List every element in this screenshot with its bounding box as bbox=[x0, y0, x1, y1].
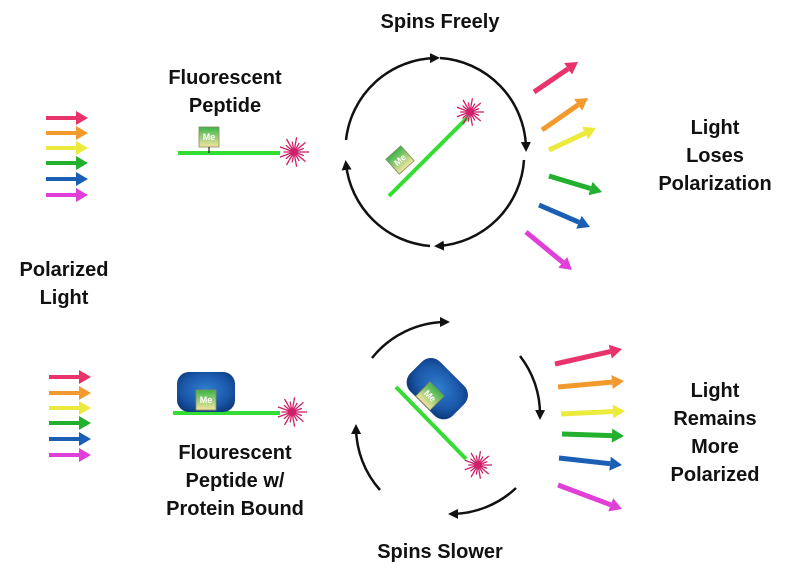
label-line: Polarization bbox=[658, 173, 772, 195]
rotation-arrow-icon bbox=[341, 53, 531, 251]
label-line: Peptide bbox=[188, 95, 262, 117]
light-ray-arrow-icon bbox=[547, 126, 596, 153]
label-line: Polarized bbox=[670, 464, 760, 486]
light-ray-arrow-icon bbox=[560, 404, 625, 419]
rotation-arrow-icon bbox=[351, 317, 546, 519]
peptide-strand bbox=[387, 115, 470, 198]
depolarized-light-arrows bbox=[524, 62, 602, 270]
light-ray-arrow-icon bbox=[532, 62, 578, 95]
light-ray-arrow-icon bbox=[524, 230, 572, 270]
light-ray-arrow-icon bbox=[46, 172, 88, 186]
light-ray-arrow-icon bbox=[49, 432, 91, 446]
spins-freely-label: Spins Freely bbox=[380, 11, 500, 33]
light-ray-arrow-icon bbox=[46, 111, 88, 125]
light-ray-arrow-icon bbox=[558, 455, 622, 471]
methyl-tag-icon: Me bbox=[198, 126, 220, 153]
label-line: Fluorescent bbox=[168, 67, 282, 89]
label-line: Flourescent bbox=[178, 442, 292, 464]
light-ray-arrow-icon bbox=[548, 173, 602, 196]
light-ray-arrow-icon bbox=[49, 448, 91, 462]
fluorescent-peptide-bound-label: Flourescent Peptide w/ Protein Bound bbox=[150, 439, 320, 523]
label-line: Loses bbox=[686, 145, 744, 167]
spins-slower-label: Spins Slower bbox=[377, 541, 503, 563]
light-ray-arrow-icon bbox=[538, 202, 590, 229]
light-ray-arrow-icon bbox=[49, 416, 91, 430]
rotating-free-peptide: Me bbox=[385, 98, 484, 198]
fluorophore-burst-icon bbox=[279, 137, 309, 167]
light-remains-polarized-label: Light Remains More Polarized bbox=[640, 377, 790, 489]
polarized-light-arrows-top bbox=[46, 111, 88, 202]
light-loses-polarization-label: Light Loses Polarization bbox=[640, 114, 790, 198]
methyl-tag-icon: Me bbox=[195, 389, 217, 411]
methyl-tag-label: Me bbox=[203, 132, 216, 142]
free-peptide: Me bbox=[178, 126, 309, 167]
fluorescent-peptide-label: Fluorescent Peptide bbox=[150, 64, 300, 120]
light-ray-arrow-icon bbox=[49, 370, 91, 384]
light-ray-arrow-icon bbox=[540, 98, 588, 133]
light-ray-arrow-icon bbox=[46, 141, 88, 155]
light-ray-arrow-icon bbox=[46, 126, 88, 140]
light-ray-arrow-icon bbox=[49, 401, 91, 415]
label-line: Protein Bound bbox=[166, 498, 304, 520]
light-ray-arrow-icon bbox=[557, 482, 622, 512]
methyl-tag-icon: Me bbox=[385, 145, 415, 175]
fluorophore-burst-icon bbox=[277, 397, 307, 427]
light-ray-arrow-icon bbox=[49, 386, 91, 400]
label-line: Light bbox=[39, 287, 89, 309]
methyl-tag-icon: Me bbox=[415, 381, 445, 411]
label-line: Remains bbox=[673, 408, 757, 430]
label-line: Light bbox=[690, 117, 740, 139]
fluorophore-burst-icon bbox=[456, 98, 484, 126]
light-ray-arrow-icon bbox=[561, 428, 624, 443]
light-ray-arrow-icon bbox=[46, 188, 88, 202]
label-line: Light bbox=[690, 380, 740, 402]
light-ray-arrow-icon bbox=[557, 375, 624, 390]
polarized-light-label: Polarized Light bbox=[0, 256, 128, 312]
rotating-bound-peptide: Me bbox=[394, 358, 492, 479]
label-line: Peptide w/ bbox=[185, 470, 285, 492]
light-ray-arrow-icon bbox=[554, 344, 622, 367]
label-line: Polarized bbox=[19, 259, 109, 281]
bound-peptide: Me bbox=[173, 372, 307, 427]
fluorophore-burst-icon bbox=[464, 451, 492, 479]
methyl-tag-label: Me bbox=[200, 395, 213, 405]
polarized-light-arrows-output bbox=[554, 344, 625, 512]
label-line: More bbox=[691, 436, 739, 458]
light-ray-arrow-icon bbox=[46, 156, 88, 170]
polarized-light-arrows-bottom bbox=[49, 370, 91, 462]
peptide-strand bbox=[394, 385, 468, 461]
